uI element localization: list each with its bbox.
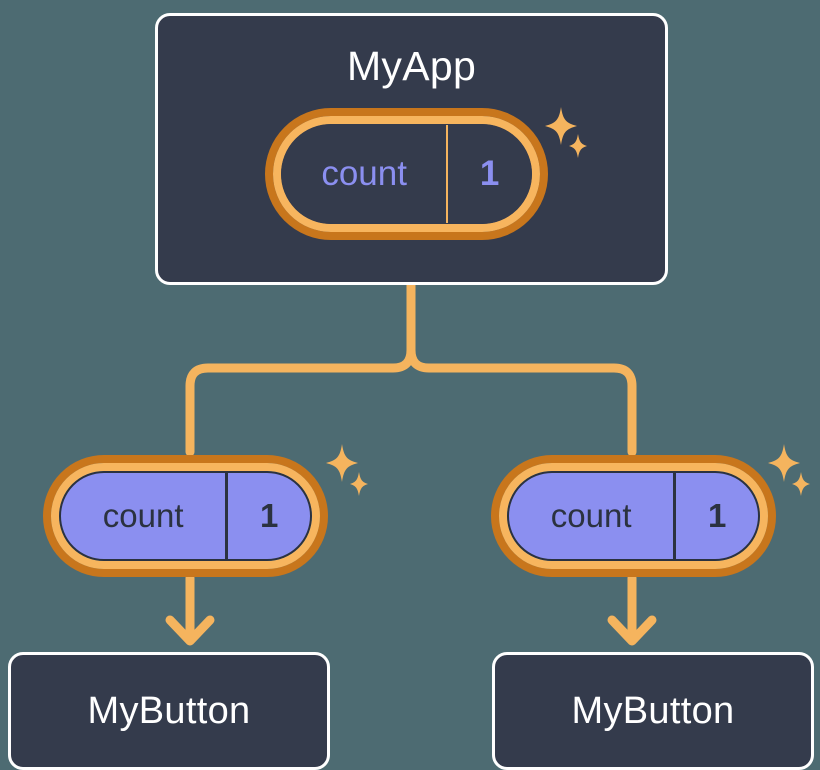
- mybutton-node-left[interactable]: MyButton: [8, 652, 330, 770]
- pill-inner-ring: count 1: [499, 463, 768, 569]
- component-label: MyButton: [571, 689, 735, 732]
- state-value: 1: [225, 473, 310, 559]
- tree-connector: [406, 345, 637, 457]
- pill-inner-ring: count 1: [273, 116, 540, 232]
- state-value: 1: [673, 473, 758, 559]
- state-value: 1: [446, 125, 531, 223]
- pill-body: count 1: [59, 471, 312, 561]
- state-pill-left[interactable]: count 1: [43, 455, 328, 577]
- pill-outer-ring: count 1: [265, 108, 548, 240]
- state-pill-right[interactable]: count 1: [491, 455, 776, 577]
- pill-body: count 1: [281, 124, 532, 224]
- arrow-down-icon: [165, 573, 215, 646]
- component-label: MyButton: [87, 689, 251, 732]
- pill-body: count 1: [507, 471, 760, 561]
- sparkle-icon: [326, 444, 368, 496]
- state-key: count: [321, 154, 407, 193]
- mybutton-node-right[interactable]: MyButton: [492, 652, 814, 770]
- pill-outer-ring: count 1: [491, 455, 776, 577]
- arrow-down-icon: [607, 573, 657, 646]
- state-key: count: [102, 497, 184, 534]
- tree-connector: [185, 280, 416, 457]
- pill-inner-ring: count 1: [51, 463, 320, 569]
- page-title: MyApp: [346, 43, 477, 89]
- sparkle-icon: [768, 444, 810, 496]
- pill-outer-ring: count 1: [43, 455, 328, 577]
- state-key: count: [550, 497, 632, 534]
- state-pill-myapp[interactable]: count 1: [265, 108, 548, 240]
